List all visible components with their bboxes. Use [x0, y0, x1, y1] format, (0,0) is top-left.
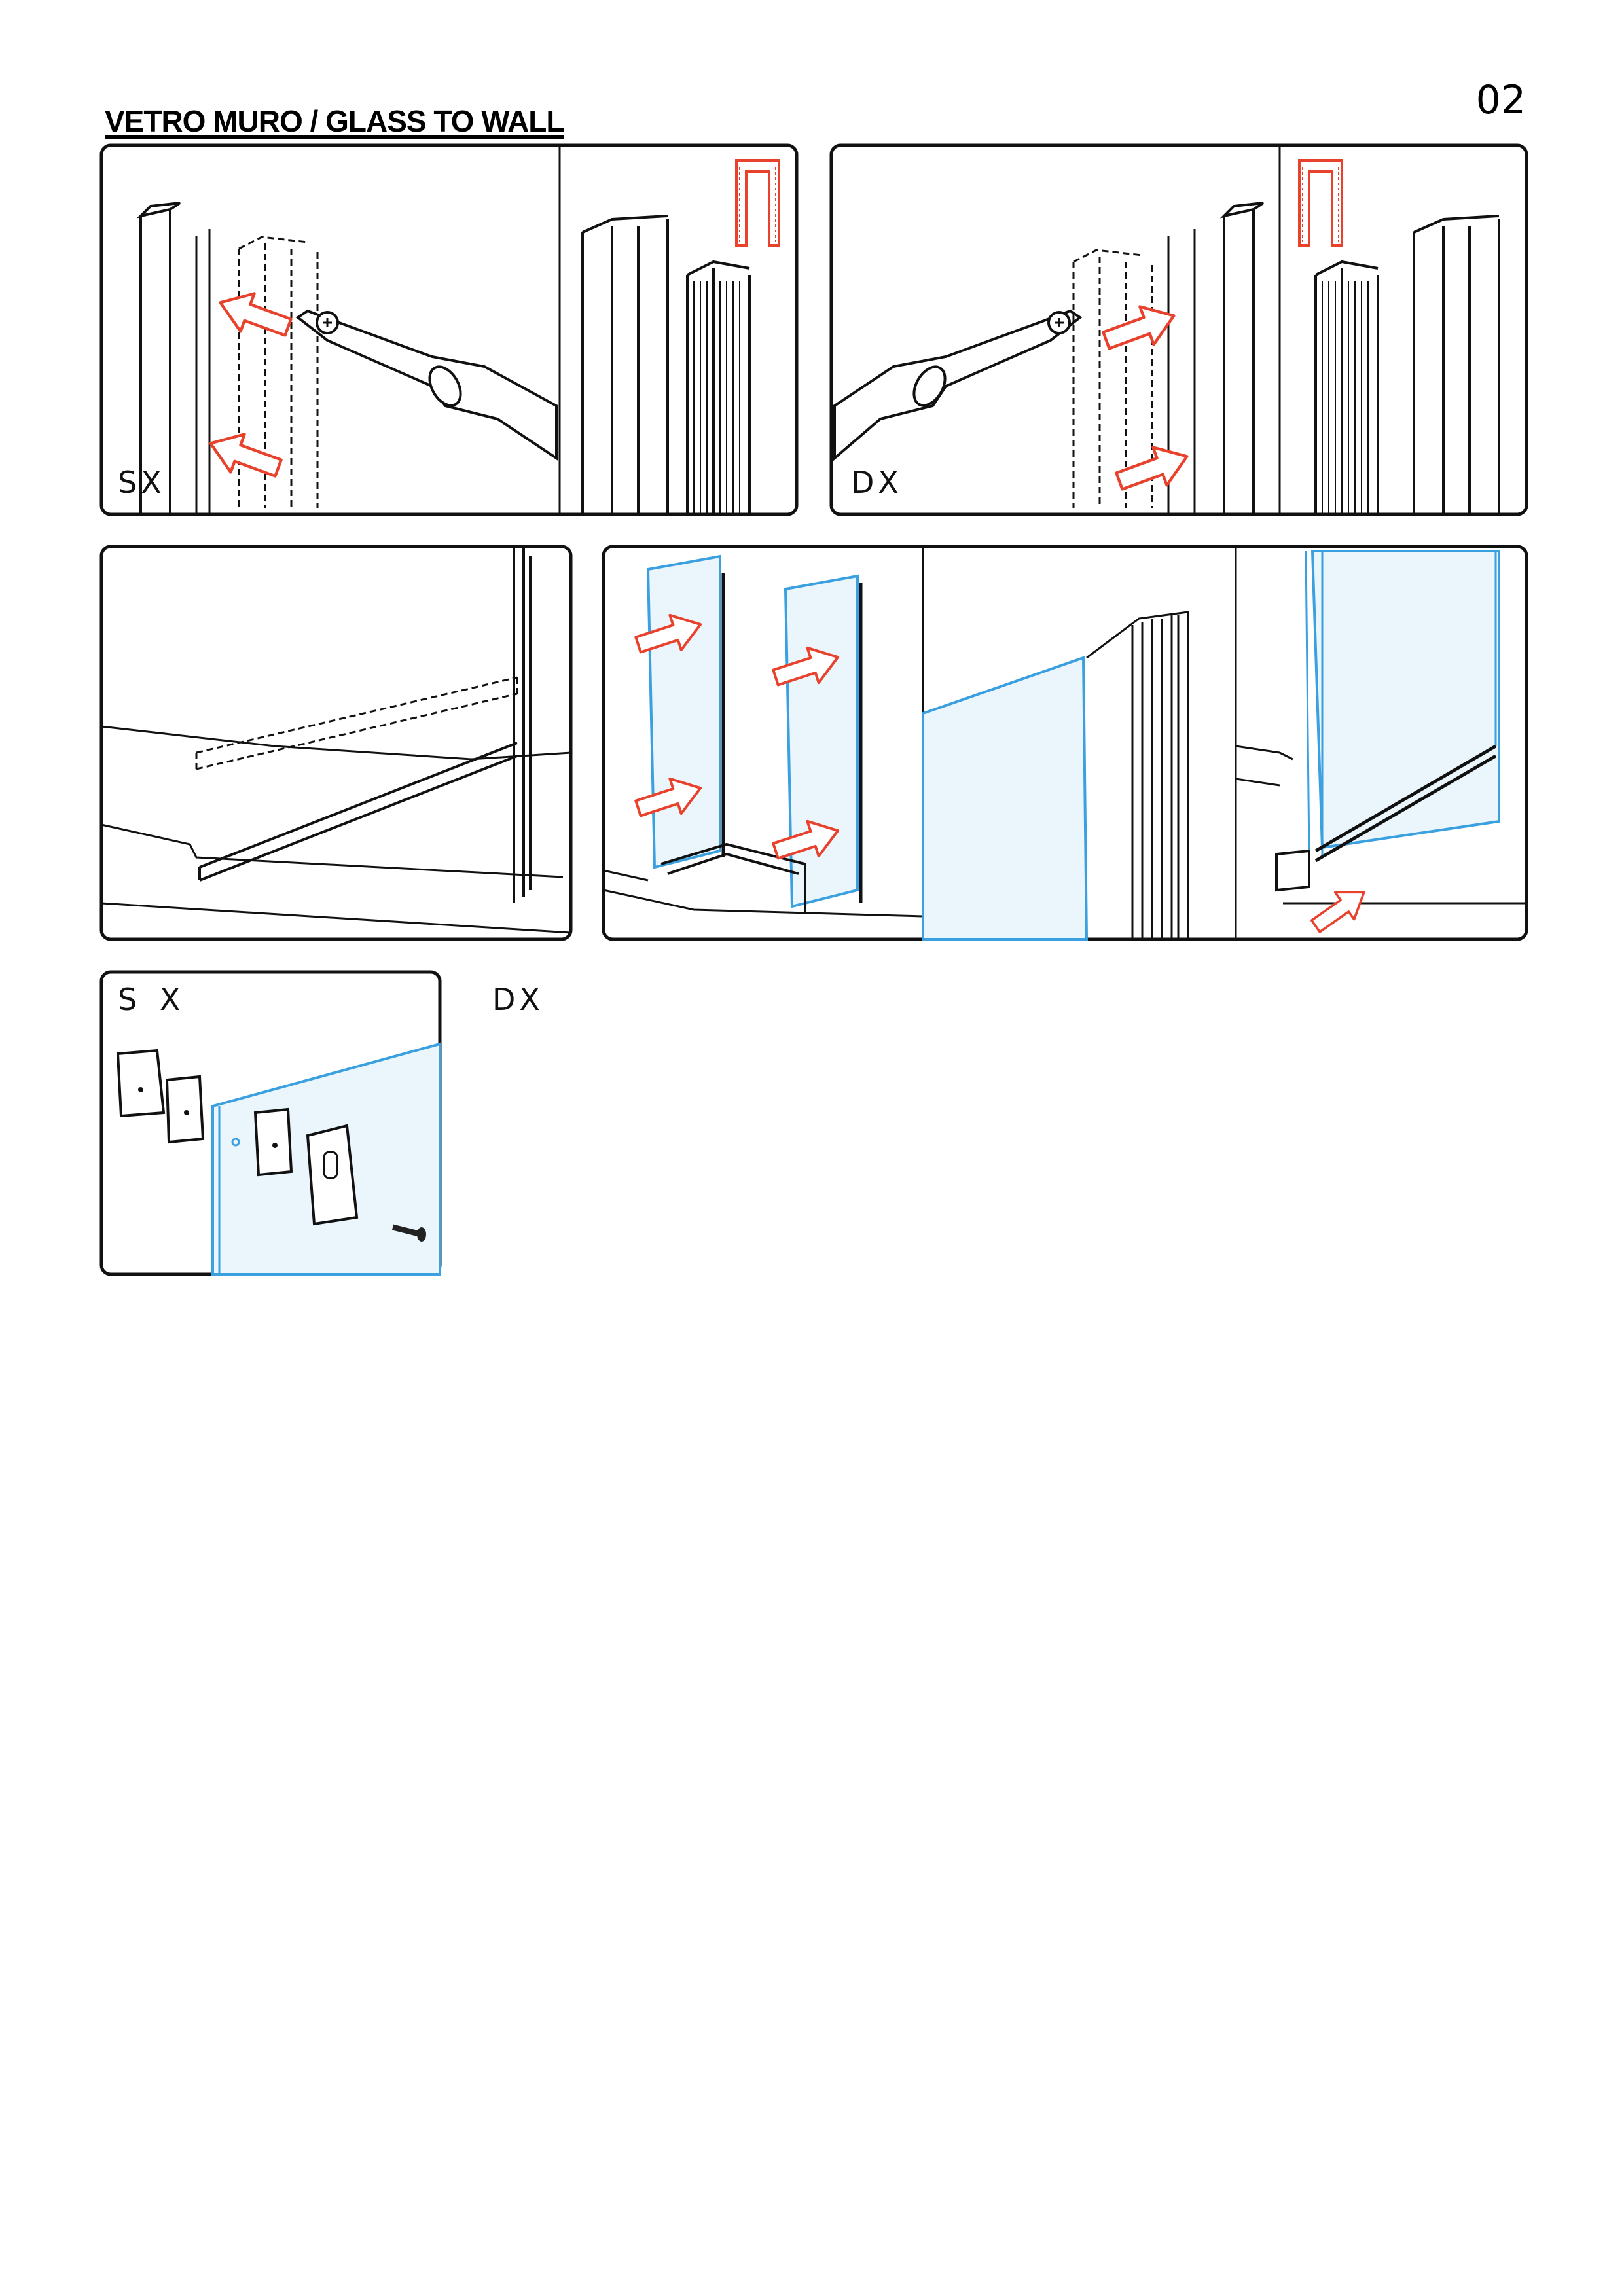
dx-label-brackets-text: DX [492, 982, 544, 1017]
panel-5-sx-brackets [99, 970, 442, 1276]
panel-1-sx-profile-screw [99, 143, 799, 516]
panel-2-dx-profile-screw [829, 143, 1528, 516]
sx-label-profile: SX [118, 465, 166, 500]
panel-3-bottom-profile [99, 545, 573, 941]
page-number: 02 [1475, 77, 1526, 123]
dx-label-profile: DX [851, 465, 903, 500]
page-title: VETRO MURO / GLASS TO WALL [105, 104, 564, 138]
panel-4-glass-insertion [602, 545, 1528, 941]
sx-label-brackets-text: S X [118, 982, 187, 1017]
